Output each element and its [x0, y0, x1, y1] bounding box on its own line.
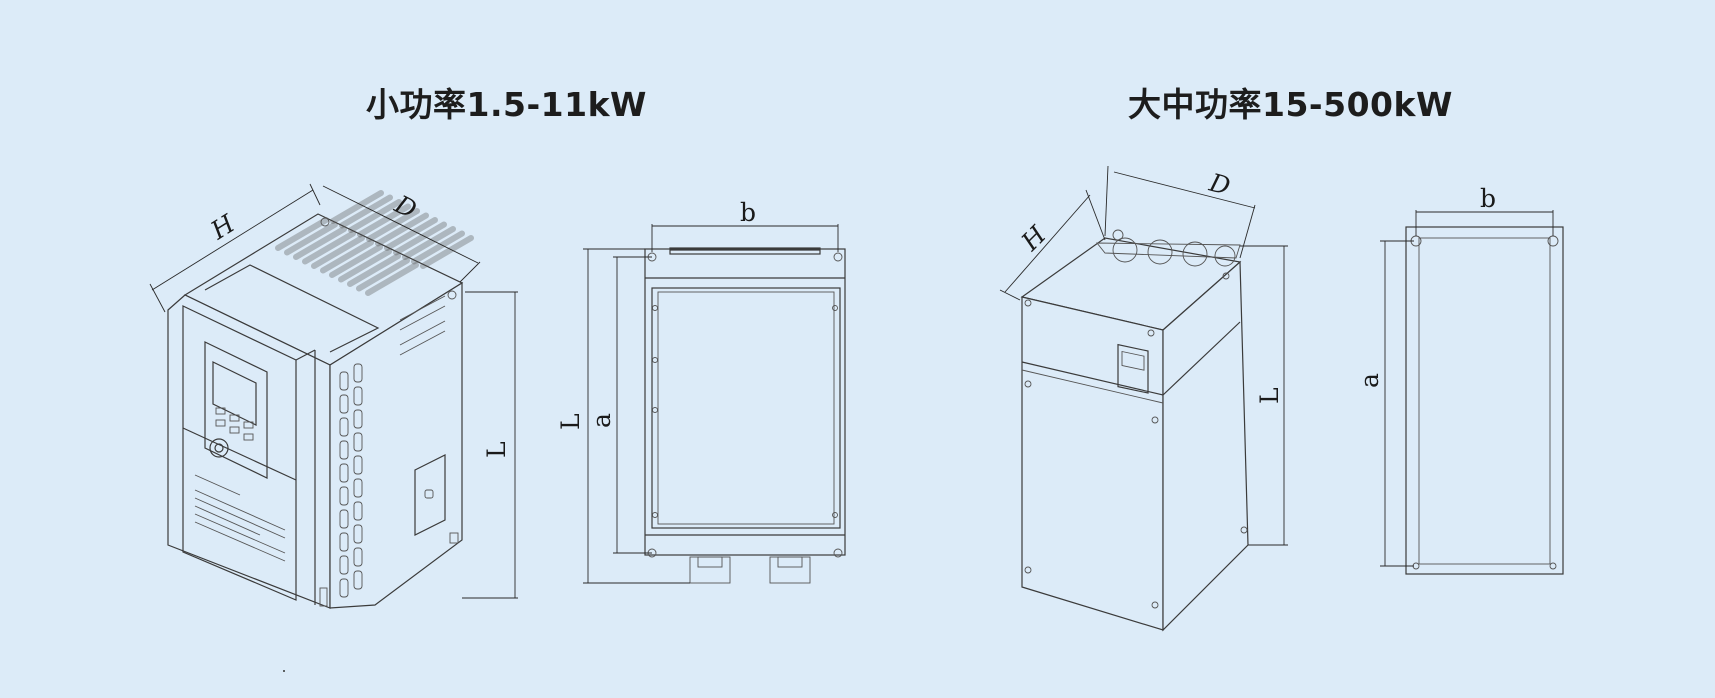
- large-power-title: 大中功率15-500kW: [1128, 85, 1453, 124]
- side-vent-slot: [339, 509, 349, 529]
- side-vent-slot: [339, 555, 349, 575]
- top-vent-slot: [384, 217, 438, 251]
- top-vent-slot: [275, 217, 329, 251]
- side-vent-slot: [339, 486, 349, 506]
- small-inverter-front: b L a: [556, 198, 846, 584]
- small-iso-l-label: L: [482, 441, 511, 458]
- small-front-l-label: L: [556, 413, 585, 430]
- top-vent-slot: [411, 230, 465, 265]
- side-vent-slot: [339, 371, 349, 391]
- top-vent-slot: [302, 230, 356, 265]
- side-vent-slot: [353, 478, 363, 498]
- top-vent-slot: [375, 212, 429, 247]
- large-iso-h-label: H: [1015, 219, 1052, 256]
- small-front-b-label: b: [740, 198, 756, 227]
- large-inverter-front: b a: [1355, 184, 1564, 575]
- large-front-a-label: a: [1355, 373, 1384, 388]
- top-vent-slot: [357, 203, 411, 238]
- side-vent-slot: [339, 417, 349, 437]
- large-iso-l-label: L: [1255, 387, 1284, 404]
- top-vent-slot: [393, 221, 447, 256]
- small-inverter-isometric: H D L: [149, 183, 518, 609]
- top-vent-slot: [284, 221, 338, 256]
- side-vent-slot: [353, 501, 363, 521]
- top-vent-slot: [402, 226, 456, 260]
- side-vent-slot: [339, 394, 349, 414]
- side-vent-slot: [353, 524, 363, 544]
- top-vent-slot: [347, 253, 401, 287]
- side-vent-slot: [339, 532, 349, 552]
- side-vent-slot: [353, 386, 363, 406]
- side-vent-slot: [353, 432, 363, 452]
- small-power-title: 小功率1.5-11kW: [366, 85, 647, 124]
- top-vent-slot: [293, 226, 347, 260]
- top-vent-slot: [311, 235, 365, 269]
- side-vent-slot: [353, 363, 363, 383]
- side-vent-slot: [353, 547, 363, 567]
- large-front-b-label: b: [1480, 184, 1496, 213]
- top-vent-slot: [329, 244, 383, 278]
- side-vent-slot: [339, 463, 349, 483]
- top-vent-slot: [356, 257, 410, 292]
- large-iso-d-label: D: [1205, 168, 1233, 201]
- top-vent-slot: [339, 194, 393, 229]
- large-inverter-isometric: H D L: [999, 165, 1288, 632]
- top-vent-slot: [420, 235, 474, 269]
- top-vent-slot: [348, 199, 402, 233]
- top-vent-slot: [330, 190, 384, 224]
- top-vent-slot: [365, 262, 419, 296]
- small-front-a-label: a: [587, 413, 616, 428]
- side-vent-slot: [353, 455, 363, 475]
- side-vent-slot: [339, 578, 349, 598]
- top-vent-slot: [338, 248, 392, 283]
- top-vent-slot: [366, 208, 420, 242]
- top-vent-slot: [320, 239, 374, 274]
- small-iso-h-label: H: [205, 208, 241, 245]
- side-vent-slot: [353, 409, 363, 429]
- side-vent-slot: [353, 570, 363, 590]
- side-vent-slot: [339, 440, 349, 460]
